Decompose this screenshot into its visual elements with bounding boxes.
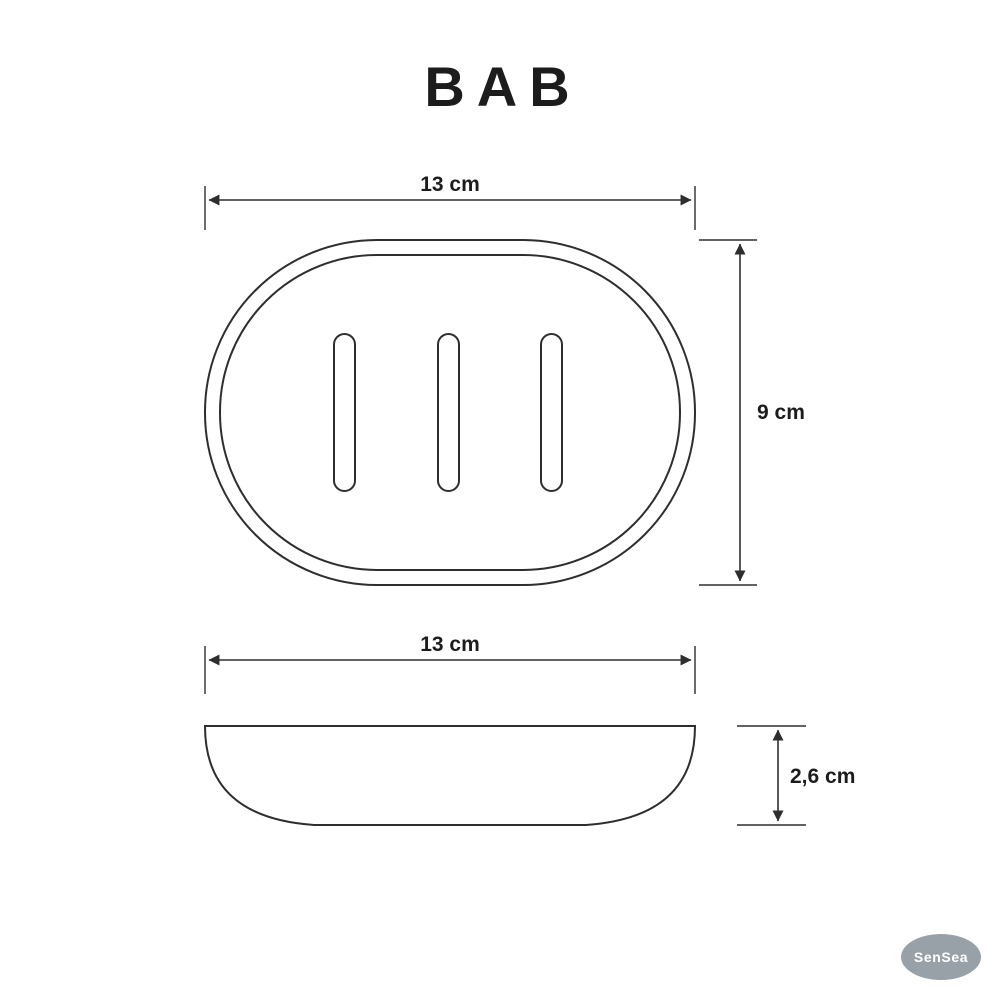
drain-slot [540, 333, 563, 492]
brand-badge-background [901, 934, 981, 980]
dimension-label: 13 cm [420, 633, 480, 656]
dimension-label: 9 cm [757, 401, 805, 424]
brand-logo-text: SenSea [914, 949, 968, 965]
top-view-outer-outline [204, 239, 696, 586]
dimension-label: 13 cm [420, 173, 480, 196]
top-view-width-dimension: 13 cm [204, 173, 696, 230]
brand-badge: SenSea [901, 934, 981, 980]
side-view-width-dimension: 13 cm [204, 633, 696, 694]
product-title: BAB [424, 55, 581, 118]
top-view [204, 239, 696, 586]
drain-slot [333, 333, 356, 492]
side-view [203, 725, 697, 826]
top-view-height-dimension: 9 cm [699, 239, 805, 586]
top-view-inner-outline [219, 254, 681, 571]
dimension-label: 2,6 cm [790, 765, 855, 788]
side-view-height-dimension: 2,6 cm [737, 725, 855, 826]
drain-slot [437, 333, 460, 492]
side-view-outline [203, 725, 697, 826]
